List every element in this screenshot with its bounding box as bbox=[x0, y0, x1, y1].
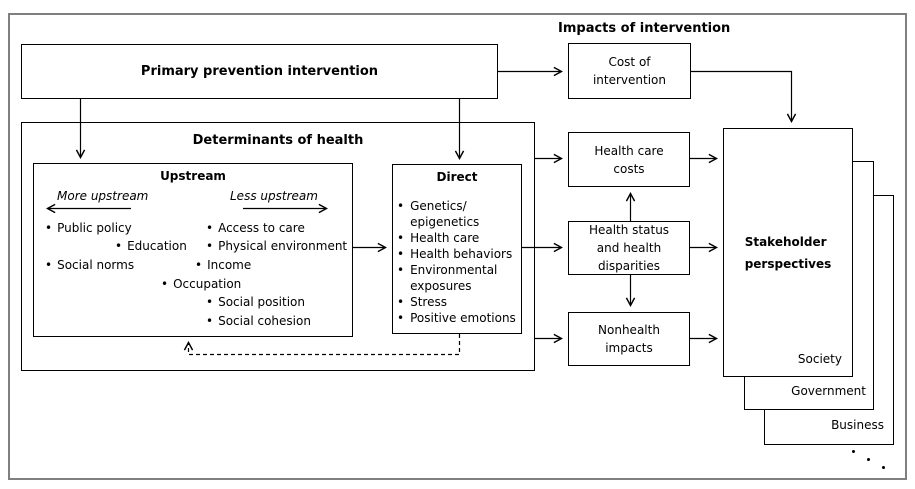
direct-item: Health care bbox=[397, 230, 519, 246]
less-upstream-label: Less upstream bbox=[230, 189, 318, 203]
stakeholder-society-box: Stakeholder perspectives Society bbox=[723, 128, 853, 377]
health-status-box: Health status and health disparities bbox=[568, 221, 690, 275]
upstream-item: Social norms bbox=[45, 258, 134, 272]
upstream-item: Education bbox=[115, 239, 187, 253]
health-care-costs-label: Health care costs bbox=[594, 143, 664, 176]
direct-item: Positive emotions bbox=[397, 310, 519, 326]
direct-title: Direct bbox=[436, 170, 478, 184]
ellipsis-dot bbox=[867, 458, 870, 461]
nonhealth-impacts-label: Nonhealth impacts bbox=[598, 323, 660, 355]
health-care-costs-box: Health care costs bbox=[568, 132, 690, 187]
primary-prevention-label: Primary prevention intervention bbox=[140, 64, 379, 79]
society-label: Society bbox=[797, 352, 842, 366]
upstream-item: Physical environment bbox=[206, 239, 347, 253]
direct-item: Stress bbox=[397, 294, 519, 310]
business-label: Business bbox=[831, 418, 884, 432]
direct-item: Health behaviors bbox=[397, 246, 519, 262]
upstream-item: Social position bbox=[206, 295, 305, 309]
ellipsis-dot bbox=[882, 466, 885, 469]
upstream-item: Social cohesion bbox=[206, 314, 311, 328]
upstream-item: Occupation bbox=[161, 277, 241, 291]
cost-of-intervention-box: Cost of intervention bbox=[568, 43, 691, 99]
government-label: Government bbox=[791, 384, 866, 398]
upstream-title: Upstream bbox=[160, 169, 226, 183]
upstream-item: Access to care bbox=[206, 221, 305, 235]
determinants-of-health-title: Determinants of health bbox=[192, 133, 364, 148]
stakeholder-perspectives-title: Stakeholder perspectives bbox=[744, 234, 832, 271]
health-status-label: Health status and health disparities bbox=[588, 223, 670, 273]
impacts-of-intervention-title: Impacts of intervention bbox=[558, 21, 731, 36]
primary-prevention-box: Primary prevention intervention bbox=[21, 44, 498, 99]
upstream-item: Public policy bbox=[45, 221, 132, 235]
more-upstream-label: More upstream bbox=[57, 189, 149, 203]
direct-list: Genetics/ epigenetics Health care Health… bbox=[397, 198, 519, 326]
nonhealth-impacts-box: Nonhealth impacts bbox=[568, 312, 690, 366]
direct-item: Genetics/ epigenetics bbox=[397, 198, 519, 230]
upstream-item: Income bbox=[195, 258, 251, 272]
ellipsis-dot bbox=[852, 450, 855, 453]
cost-of-intervention-label: Cost of intervention bbox=[592, 55, 667, 87]
direct-item: Environmental exposures bbox=[397, 262, 519, 294]
